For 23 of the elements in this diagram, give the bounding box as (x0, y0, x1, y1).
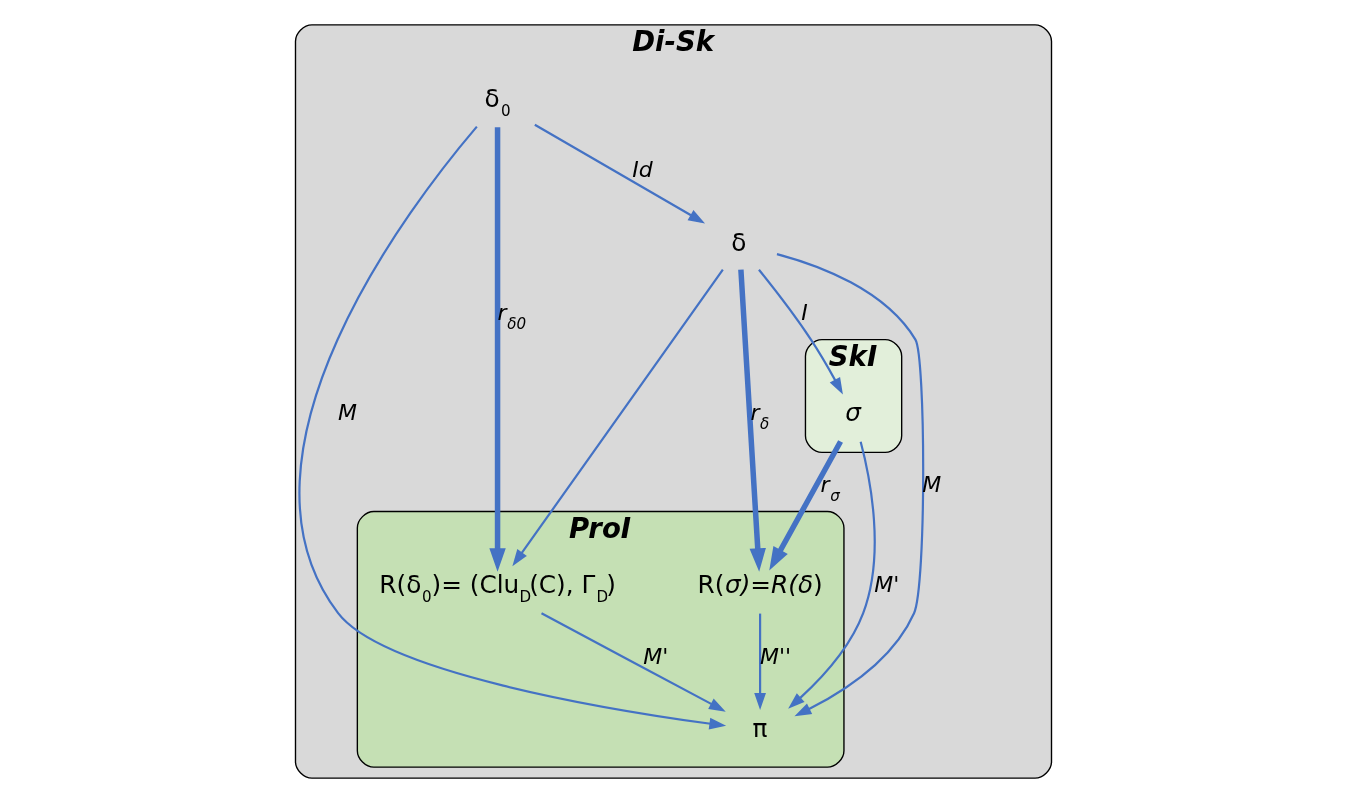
arrow (512, 268, 724, 567)
arrow (489, 127, 506, 572)
edge-label: M' (643, 643, 669, 669)
arrow (788, 441, 876, 709)
node-text: δ$_{0}$ (484, 83, 511, 120)
node-text: π (752, 714, 768, 744)
arrow (754, 613, 766, 710)
arrow (758, 269, 843, 395)
arrow (541, 612, 726, 712)
edge-label: r$_{σ}$ (820, 471, 840, 505)
arrow (738, 269, 766, 572)
arrow (534, 123, 706, 224)
edge-label: I (801, 300, 808, 326)
arrow (298, 125, 727, 730)
node-text: R(σ)=R(δ) (697, 570, 823, 600)
edge-label: M' (874, 572, 900, 598)
node-text: δ (731, 227, 747, 257)
node-text: R(δ$_{0}$)= (Clu$_{D}$(C), Γ$_{D}$) (379, 570, 616, 607)
edge-label: Id (632, 157, 653, 183)
arrow (776, 253, 925, 717)
arrow (769, 440, 843, 571)
node-text: σ (845, 398, 862, 428)
edge-label: M (338, 400, 358, 426)
